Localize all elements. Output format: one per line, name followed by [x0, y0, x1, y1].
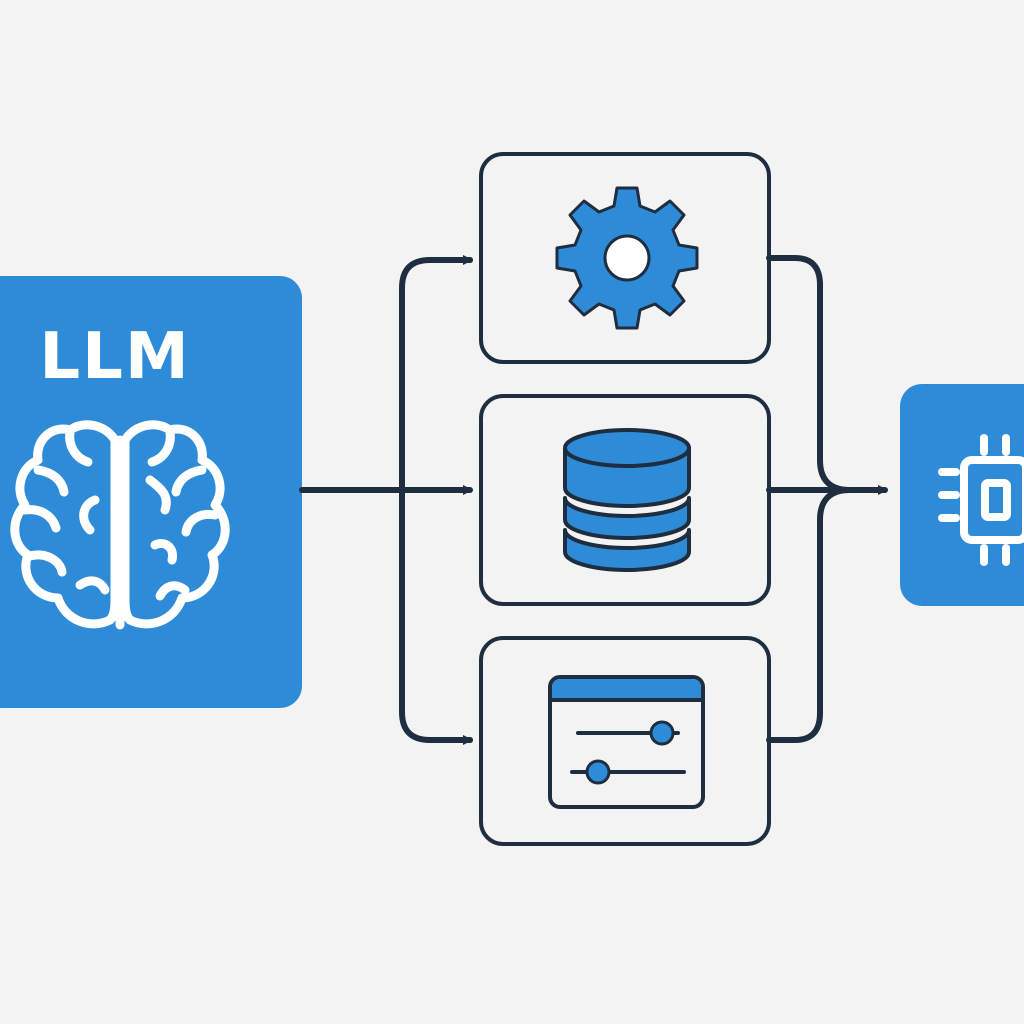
merge-from-gear — [766, 255, 853, 493]
database-icon — [563, 428, 691, 572]
connector-llm-to-tools — [299, 255, 473, 745]
tool-box-settings — [479, 636, 771, 846]
output-block — [900, 384, 1024, 606]
llm-block: LLM — [0, 276, 302, 708]
tool-box-database — [479, 394, 771, 606]
connector-tools-to-output — [766, 255, 888, 743]
chip-icon — [938, 434, 1024, 566]
merge-from-settings — [766, 487, 853, 743]
branch-spine — [399, 257, 473, 743]
brain-icon — [10, 420, 230, 630]
settings-window-icon — [548, 675, 705, 809]
tool-box-gear — [479, 152, 771, 364]
llm-block-background — [0, 276, 302, 708]
gear-icon — [555, 186, 699, 330]
llm-label: LLM — [39, 320, 190, 394]
